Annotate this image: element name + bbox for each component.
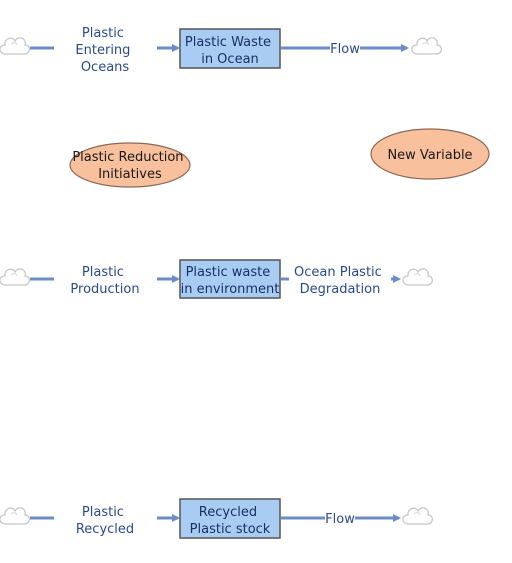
inflow-label-line: Plastic (82, 505, 124, 520)
stock-label-line: Plastic stock (190, 522, 271, 537)
stock-box[interactable] (179, 28, 281, 69)
flow-chain-3: Plastic Recycled Recycled Plastic stock … (0, 498, 434, 539)
flow-chain-1: Plastic Entering Oceans Plastic Waste in… (0, 26, 443, 75)
cloud-icon[interactable] (0, 37, 31, 55)
stock-label-line: Recycled (199, 505, 257, 520)
inflow-label[interactable]: Plastic Production (70, 265, 139, 297)
stock-box[interactable] (179, 498, 281, 539)
stock-label-line: Plastic waste (186, 265, 271, 280)
outflow-label-line: Ocean Plastic (294, 265, 382, 280)
outflow-label[interactable]: Ocean Plastic Degradation (294, 265, 386, 297)
outflow-label-line: Degradation (300, 282, 381, 297)
stock-box[interactable] (179, 259, 281, 299)
inflow-label-line: Entering (75, 43, 130, 58)
stock-label: Plastic waste in environment (181, 265, 280, 297)
cloud-icon[interactable] (402, 507, 434, 525)
auxiliary-new-variable[interactable]: New Variable (370, 128, 490, 180)
cloud-icon[interactable] (0, 268, 31, 286)
inflow-label-line: Production (70, 282, 139, 297)
auxiliary-label-line: Initiatives (98, 167, 162, 182)
auxiliary-plastic-reduction[interactable]: Plastic Reduction Initiatives (69, 142, 191, 188)
cloud-icon[interactable] (411, 37, 443, 55)
flow-chain-2: Plastic Production Plastic waste in envi… (0, 259, 434, 299)
stock-label-line: Plastic Waste (185, 35, 271, 50)
auxiliary-label: New Variable (387, 148, 472, 163)
inflow-label[interactable]: Plastic Entering Oceans (75, 26, 134, 75)
outflow-label[interactable]: Flow (325, 512, 355, 527)
inflow-label[interactable]: Plastic Recycled (76, 505, 134, 537)
inflow-label-line: Plastic (82, 265, 124, 280)
cloud-icon[interactable] (0, 507, 31, 525)
outflow-label-bg (330, 40, 360, 56)
auxiliary-label-line: Plastic Reduction (72, 150, 183, 165)
stock-label-line: in Ocean (201, 52, 259, 67)
stock-label-line: in environment (181, 282, 280, 297)
inflow-label-line: Oceans (81, 60, 130, 75)
inflow-label-line: Plastic (82, 26, 124, 41)
cloud-icon[interactable] (402, 268, 434, 286)
stock-label: Recycled Plastic stock (190, 505, 271, 537)
stock-label: Plastic Waste in Ocean (185, 35, 275, 67)
auxiliary-ellipse[interactable] (370, 128, 490, 180)
outflow-label-bg (325, 510, 355, 526)
inflow-label-line: Recycled (76, 522, 134, 537)
auxiliary-label: Plastic Reduction Initiatives (72, 150, 187, 182)
auxiliary-ellipse[interactable] (69, 142, 191, 188)
outflow-label[interactable]: Flow (330, 42, 360, 57)
